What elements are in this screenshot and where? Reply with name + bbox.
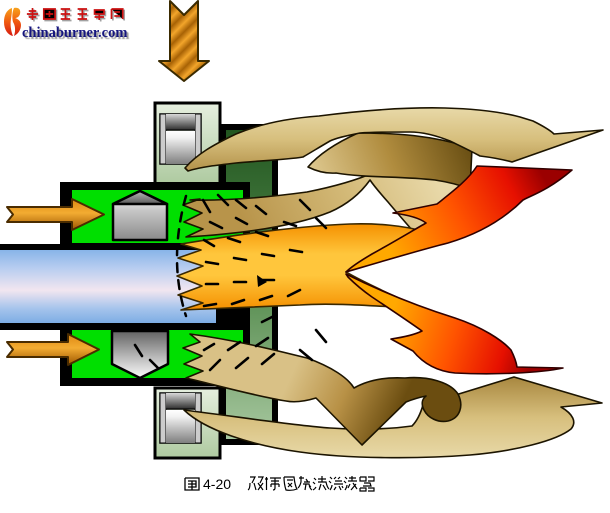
svg-text:4-20: 4-20 <box>203 476 231 492</box>
